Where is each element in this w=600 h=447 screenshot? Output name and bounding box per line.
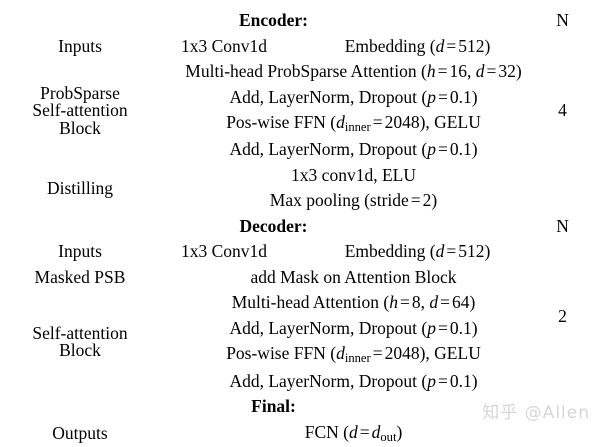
row-probsparse-addnorm-2: Add, LayerNorm, Dropout (p=0.1)	[0, 137, 578, 163]
row-distilling-maxpool: Max pooling (stride=2)	[0, 188, 578, 214]
row-label-inputs-encoder: Inputs	[58, 35, 102, 56]
cell-outputs-fcn: FCN (d=dout)	[304, 421, 403, 444]
probsparse-line-1: ProbSparse	[40, 82, 120, 103]
row-decoder-addnorm-2: Add, LayerNorm, Dropout (p=0.1)	[0, 369, 578, 395]
encoder-header-label: Encoder:	[238, 10, 309, 30]
row-masked-psb: Masked PSB add Mask on Attention Block	[0, 265, 578, 291]
row-distilling-conv: Distilling 1x3 conv1d, ELU	[0, 163, 578, 196]
decoder-n-value: 2	[558, 306, 567, 327]
probsparse-line-2: Self-attention	[32, 100, 128, 121]
probsparse-line-3: Block	[59, 117, 101, 138]
selfattn-line-1: Self-attention	[32, 322, 128, 343]
row-decoder-ffn: Pos-wise FFN (dinner=2048), GELU	[0, 341, 578, 368]
row-label-outputs: Outputs	[52, 422, 108, 443]
row-label-distilling: Distilling	[46, 177, 114, 198]
decoder-n-header: N	[556, 215, 569, 236]
cell-decoder-addnorm-2: Add, LayerNorm, Dropout (p=0.1)	[229, 370, 478, 391]
cell-masked-psb: add Mask on Attention Block	[250, 266, 457, 287]
cell-decoder-ffn: Pos-wise FFN (dinner=2048), GELU	[226, 343, 481, 366]
cell-encoder-addnorm-2: Add, LayerNorm, Dropout (p=0.1)	[229, 139, 478, 160]
cell-encoder-conv1d: 1x3 Conv1d	[180, 35, 268, 56]
decoder-header-label: Decoder:	[239, 215, 308, 236]
cell-distilling-maxpool: Max pooling (stride=2)	[269, 190, 438, 211]
row-decoder-addnorm-1: Add, LayerNorm, Dropout (p=0.1)	[0, 316, 578, 342]
row-probsparse-ffn: Pos-wise FFN (dinner=2048), GELU	[0, 110, 578, 137]
final-n-header	[547, 394, 578, 420]
section-header-decoder: Decoder: N	[0, 214, 578, 240]
final-header-label: Final:	[251, 396, 296, 417]
section-header-final: Final:	[0, 394, 578, 420]
encoder-n-value: 4	[558, 100, 567, 121]
cell-encoder-ffn: Pos-wise FFN (dinner=2048), GELU	[226, 112, 481, 134]
row-decoder-inputs: Inputs 1x3 Conv1d Embedding (d=512) 2	[0, 239, 578, 325]
cell-decoder-conv1d: 1x3 Conv1d	[180, 241, 268, 262]
encoder-n-header: N	[556, 10, 569, 30]
row-encoder-inputs: Inputs 1x3 Conv1d Embedding (d=512) 4	[0, 34, 578, 119]
row-outputs: Outputs FCN (d=dout)	[0, 420, 578, 447]
cell-encoder-embedding: Embedding (d=512)	[344, 35, 491, 56]
row-probsparse-addnorm-1: Add, LayerNorm, Dropout (p=0.1)	[0, 85, 578, 111]
cell-encoder-addnorm-1: Add, LayerNorm, Dropout (p=0.1)	[229, 86, 478, 107]
informer-architecture-table: Encoder: N Inputs 1x3 Conv1d Embedding (…	[0, 8, 578, 447]
row-label-masked-psb: Masked PSB	[34, 266, 126, 287]
cell-decoder-multihead-attention: Multi-head Attention (h=8, d=64)	[231, 292, 476, 313]
section-header-encoder: Encoder: N	[0, 8, 578, 34]
final-n-value	[547, 420, 578, 447]
row-label-inputs-decoder: Inputs	[58, 241, 102, 262]
cell-distilling-conv: 1x3 conv1d, ELU	[291, 164, 416, 185]
cell-multihead-probsparse-attention: Multi-head ProbSparse Attention (h=16, d…	[185, 61, 522, 81]
cell-decoder-embedding: Embedding (d=512)	[344, 241, 491, 262]
selfattn-line-2: Block	[59, 340, 101, 361]
cell-decoder-addnorm-1: Add, LayerNorm, Dropout (p=0.1)	[229, 317, 478, 338]
